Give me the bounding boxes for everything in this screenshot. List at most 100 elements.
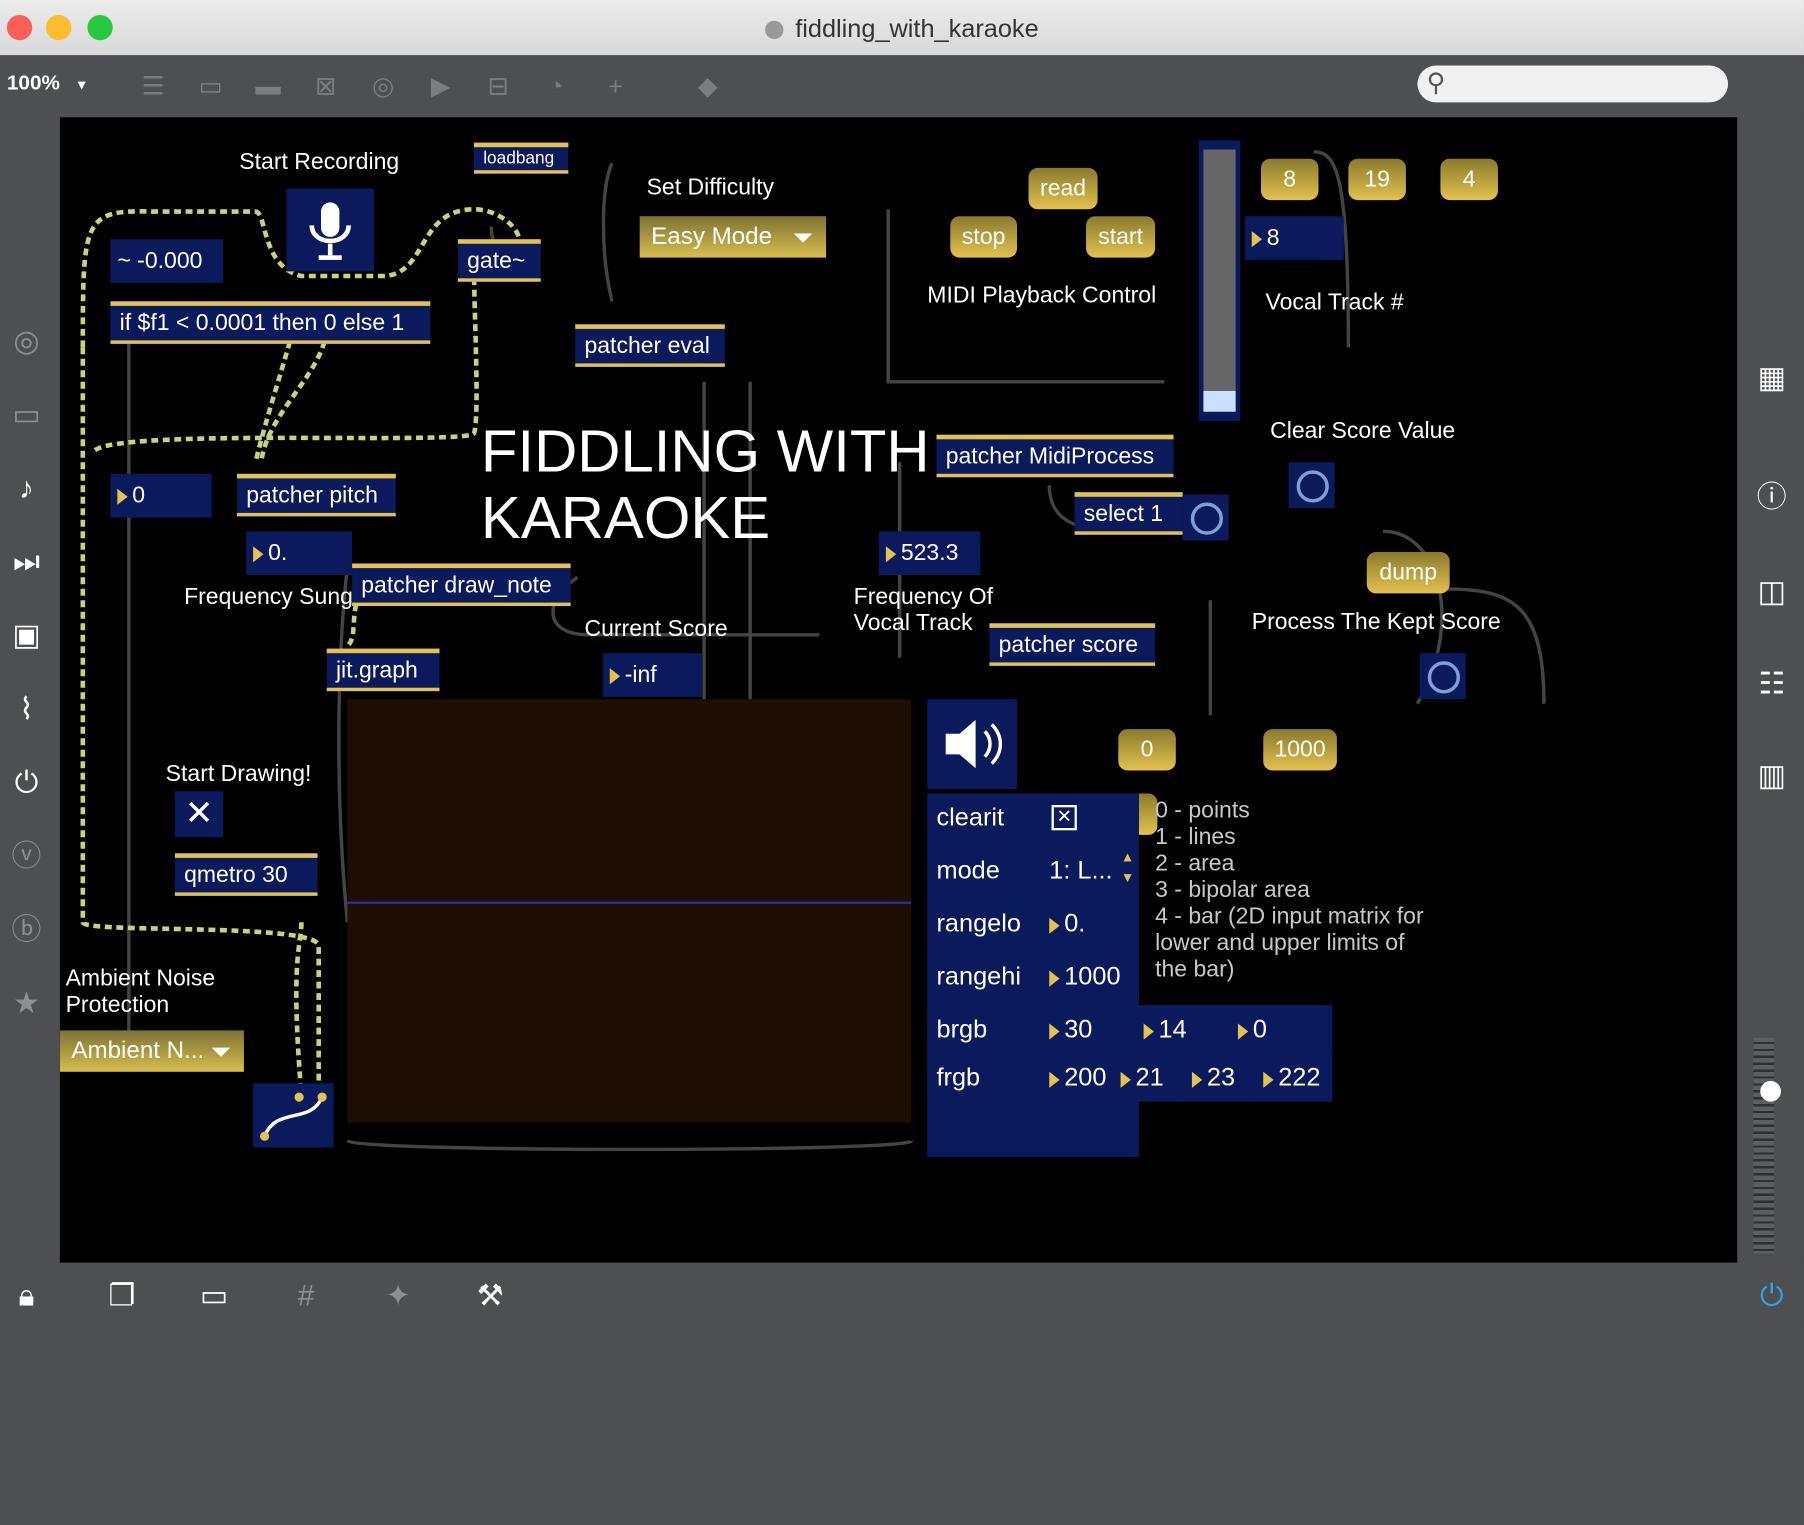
loadbang-object[interactable]: loadbang [474, 142, 569, 174]
power-icon[interactable]: ⏻ [1759, 1277, 1784, 1313]
number-arrow-icon [1191, 1071, 1203, 1088]
patch-title-line-2: KARAOKE [480, 485, 771, 552]
select-1-object[interactable]: select 1 [1074, 492, 1183, 535]
add-object-icon[interactable]: ✦ [385, 1277, 411, 1313]
rangehi-number[interactable]: 1000 [1040, 952, 1139, 1001]
play-icon[interactable]: ▶ [430, 71, 451, 101]
vocal-track-number-box[interactable]: 8 [1244, 216, 1344, 260]
minimize-window-button[interactable] [46, 14, 72, 41]
paperclip-icon[interactable]: ⌇ [19, 691, 34, 726]
toggle-icon[interactable]: ⊠ [314, 71, 337, 101]
signal-number-box[interactable]: ~ -0.000 [110, 239, 224, 283]
brgb-g-value: 14 [1158, 1014, 1187, 1044]
step-icon[interactable]: ⏭ [12, 543, 40, 579]
b-icon[interactable]: ⓑ [11, 911, 42, 947]
target-icon[interactable]: ◎ [13, 323, 40, 358]
mode-note: the bar) [1155, 956, 1235, 983]
clear-score-button[interactable] [1288, 462, 1335, 509]
frequency-track-number-box[interactable]: 523.3 [878, 531, 981, 575]
gate-object[interactable]: gate~ [457, 239, 541, 282]
vocal-track-slider[interactable] [1198, 140, 1241, 421]
rangelo-number[interactable]: 0. [1040, 899, 1139, 948]
patcher-midiprocess-object[interactable]: patcher MidiProcess [936, 434, 1174, 478]
dial-icon[interactable]: ◔ [548, 71, 564, 101]
patcher-draw-note-object[interactable]: patcher draw_note [352, 563, 571, 607]
search-input[interactable]: ⚲ [1417, 65, 1729, 103]
frgb-b-number[interactable]: 23 [1182, 1053, 1255, 1102]
select-bang-button[interactable] [1182, 494, 1229, 541]
audio-output-button[interactable] [927, 699, 1018, 789]
process-score-button[interactable] [1419, 653, 1466, 700]
microphone-icon [309, 202, 351, 260]
list-icon[interactable]: ☷ [1758, 665, 1786, 701]
star-icon[interactable]: ★ [13, 985, 40, 1021]
frgb-a-number[interactable]: 222 [1254, 1053, 1333, 1102]
ambient-menu[interactable]: Ambient N... [59, 1030, 244, 1072]
current-score-number-box[interactable]: -inf [602, 653, 702, 697]
paint-bucket-icon[interactable]: ◆ [697, 71, 718, 101]
frequency-sung-number-box[interactable]: 0. [246, 531, 353, 575]
rangehi-value: 1000 [1064, 961, 1121, 991]
brgb-g-number[interactable]: 14 [1134, 1005, 1227, 1054]
jit-graph-object[interactable]: jit.graph [326, 648, 440, 692]
difficulty-menu[interactable]: Easy Mode [639, 216, 827, 258]
info-icon[interactable]: ⓘ [1756, 479, 1787, 515]
dump-message[interactable]: dump [1366, 552, 1450, 594]
windows-icon[interactable]: ❐ [108, 1277, 136, 1313]
mode-value-select[interactable]: 1: L...▲▼ [1040, 846, 1139, 895]
clearit-checkbox[interactable]: ✕ [1051, 805, 1077, 831]
patcher-score-object[interactable]: patcher score [989, 623, 1156, 666]
volume-meter[interactable] [1753, 1037, 1775, 1254]
track-19-message[interactable]: 19 [1348, 158, 1406, 201]
zero-message[interactable]: 0 [1118, 729, 1176, 771]
plug-icon[interactable]: ⏻ [14, 764, 39, 800]
slider-icon[interactable]: ⊟ [487, 71, 509, 101]
zoom-window-button[interactable] [87, 14, 113, 41]
right-sidebar: ▦ ⓘ ◫ ☷ ▥ [1737, 117, 1804, 1263]
keyboard-icon[interactable]: ▭ [12, 396, 41, 432]
presentation-icon[interactable]: ▭ [199, 1277, 229, 1313]
track-8-message[interactable]: 8 [1260, 158, 1319, 201]
columns-icon[interactable]: ◫ [1757, 573, 1786, 609]
add-icon[interactable]: + [608, 71, 623, 101]
circle-icon [1296, 470, 1329, 503]
slider-knob [1203, 391, 1236, 412]
close-window-button[interactable] [6, 14, 33, 41]
start-recording-label: Start Recording [239, 149, 400, 175]
stop-message[interactable]: stop [950, 216, 1018, 258]
brgb-r-number[interactable]: 30 [1040, 1005, 1133, 1054]
object-box-icon[interactable]: ☰ [141, 71, 165, 101]
start-message[interactable]: start [1086, 216, 1156, 258]
patcher-pitch-object[interactable]: patcher pitch [237, 473, 396, 517]
v-icon[interactable]: ⓥ [11, 838, 42, 873]
book-icon[interactable]: ▥ [1757, 757, 1786, 793]
thousand-message[interactable]: 1000 [1263, 729, 1337, 771]
number-arrow-icon [1263, 1071, 1274, 1088]
track-4-message[interactable]: 4 [1440, 158, 1498, 201]
volume-knob[interactable] [1760, 1081, 1781, 1102]
button-icon[interactable]: ◎ [372, 71, 395, 101]
lock-icon[interactable]: 🔒︎ [18, 1277, 35, 1313]
zero-number-box[interactable]: 0 [110, 473, 212, 518]
comment-icon[interactable]: ▬ [255, 71, 281, 101]
frgb-r-number[interactable]: 200 [1040, 1053, 1114, 1102]
qmetro-object[interactable]: qmetro 30 [174, 853, 318, 896]
mode-note: 0 - points [1155, 798, 1250, 824]
patcher-canvas[interactable]: FIDDLING WITH KARAOKE Start Recording Se… [59, 117, 1738, 1263]
start-recording-button[interactable] [286, 188, 374, 272]
start-drawing-toggle[interactable]: ✕ [174, 791, 224, 838]
music-note-icon[interactable]: ♪ [18, 470, 34, 505]
mode-value: 1: L... [1049, 855, 1113, 885]
wrench-icon[interactable]: ⚒ [476, 1277, 504, 1313]
zoom-select[interactable]: 100% ▼ [6, 71, 89, 95]
patcher-eval-object[interactable]: patcher eval [575, 324, 725, 367]
grid-icon[interactable]: ▦ [1757, 359, 1786, 395]
frgb-g-number[interactable]: 21 [1111, 1053, 1183, 1102]
image-icon[interactable]: ▣ [12, 617, 41, 653]
read-message[interactable]: read [1028, 167, 1098, 210]
message-box-icon[interactable]: ▭ [198, 71, 223, 101]
grid-snap-icon[interactable]: # [297, 1277, 315, 1313]
ambient-gate-switch[interactable] [253, 1083, 334, 1148]
brgb-b-number[interactable]: 0 [1228, 1005, 1321, 1054]
expr-object[interactable]: if $f1 < 0.0001 then 0 else 1 [110, 301, 431, 344]
